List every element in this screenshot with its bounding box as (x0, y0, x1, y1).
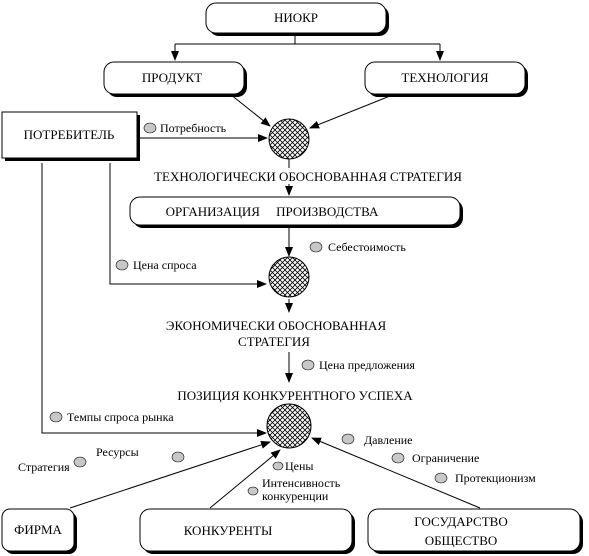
protectionism-bullet (434, 472, 448, 484)
society-label: ОБЩЕСТВО (425, 533, 498, 548)
edge-competitors-hub3 (209, 449, 281, 509)
resources-bullet (171, 451, 185, 463)
bullet-labels: Потребность Себестоимость Цена спроса Це… (18, 121, 536, 503)
prices-bullet (272, 461, 284, 471)
hub-economic-fusion (268, 256, 310, 298)
pressure-bullet (341, 433, 355, 445)
edge-state-hub3 (311, 437, 481, 509)
demand-price-bullet (115, 259, 129, 271)
consumer-label: ПОТРЕБИТЕЛЬ (24, 127, 115, 142)
pressure-label: Давление (364, 433, 413, 447)
org-production-label: ОРГАНИЗАЦИЯ ПРОИЗВОДСТВА (166, 204, 379, 219)
niokr-box: НИОКР (205, 2, 389, 36)
competitors-box: КОНКУРЕНТЫ (139, 508, 355, 554)
supply-price-bullet (301, 359, 315, 371)
state-society-box: ГОСУДАРСТВО ОБЩЕСТВО (367, 508, 583, 554)
hub-technology-fusion (268, 118, 310, 160)
strategy-bullet (73, 456, 87, 468)
econ-strategy-label-line1: ЭКОНОМИЧЕСКИ ОБОСНОВАННАЯ (166, 318, 387, 333)
market-demand-bullet (49, 411, 63, 423)
tech-strategy-label: ТЕХНОЛОГИЧЕСКИ ОБОСНОВАННАЯ СТРАТЕГИЯ (154, 169, 462, 184)
technology-box: ТЕХНОЛОГИЯ (364, 61, 528, 97)
consumer-box: ПОТРЕБИТЕЛЬ (1, 111, 140, 161)
need-bullet (143, 122, 157, 134)
supply-price-label: Цена предложения (319, 358, 415, 372)
cost-bullet (309, 241, 323, 253)
product-label: ПРОДУКТ (142, 70, 202, 85)
edge-technology-hub1 (309, 93, 396, 129)
restriction-bullet (391, 452, 405, 464)
niokr-label: НИОКР (274, 10, 318, 25)
competitive-position-label: ПОЗИЦИЯ КОНКУРЕНТНОГО УСПЕХА (177, 388, 413, 403)
protectionism-label: Протекционизм (455, 471, 536, 485)
firm-box: ФИРМА (1, 508, 77, 554)
strategy-label: Стратегия (18, 460, 70, 474)
edge-product-hub1 (229, 93, 271, 127)
edge-consumer-hub3 (41, 163, 267, 437)
firm-label: ФИРМА (14, 522, 62, 537)
restriction-label: Ограничение (412, 451, 479, 465)
intensity-label-line2: конкуренции (262, 489, 329, 503)
hub-competitive-fusion (266, 403, 312, 449)
product-box: ПРОДУКТ (103, 61, 247, 97)
resources-label: Ресурсы (96, 445, 139, 459)
competitors-label: КОНКУРЕНТЫ (184, 523, 273, 538)
state-label: ГОСУДАРСТВО (414, 514, 507, 529)
edges (41, 34, 481, 509)
prices-label: Цены (285, 459, 313, 473)
intensity-bullet (247, 486, 259, 496)
need-label: Потребность (160, 121, 227, 135)
technology-label: ТЕХНОЛОГИЯ (401, 70, 489, 85)
intensity-label-line1: Интенсивность (262, 476, 341, 490)
market-demand-label: Темпы спроса рынка (67, 410, 174, 424)
demand-price-label: Цена спроса (133, 258, 197, 272)
org-production-box: ОРГАНИЗАЦИЯ ПРОИЗВОДСТВА (129, 196, 463, 228)
edge-consumer-hub2 (109, 163, 267, 288)
cost-label: Себестоимость (328, 240, 406, 254)
edge-firm-hub3 (69, 441, 271, 509)
econ-strategy-label-line2: СТРАТЕГИЯ (238, 334, 310, 349)
